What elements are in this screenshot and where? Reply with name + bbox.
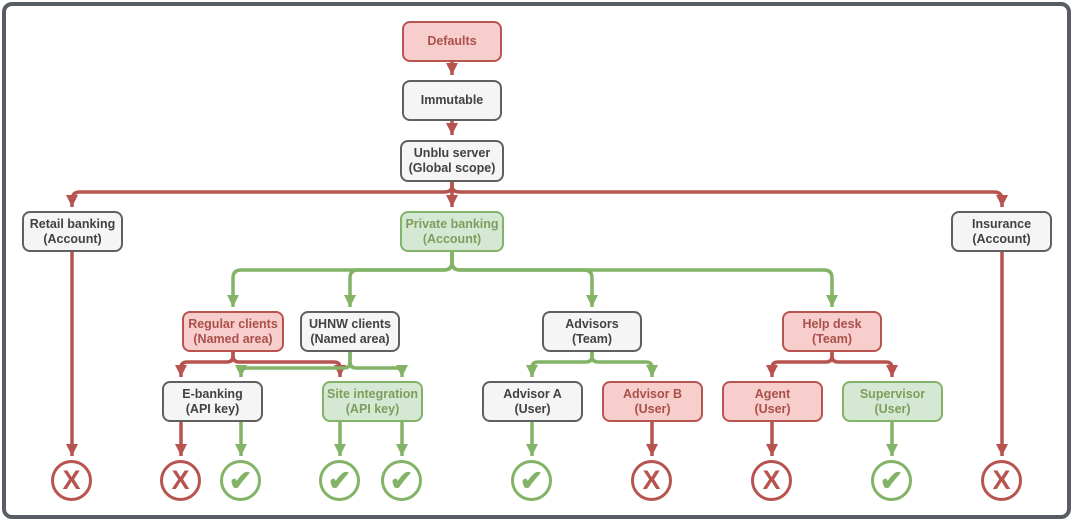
edge-unblu-server-retail-banking xyxy=(66,182,454,207)
node-label: Immutable xyxy=(420,93,484,107)
denied-glyph: X xyxy=(762,465,781,495)
node-sublabel: (Named area) xyxy=(193,331,273,346)
node-defaults: Defaults xyxy=(402,21,502,62)
edge-private-banking-advisors xyxy=(450,251,598,307)
allowed-glyph: ✔ xyxy=(519,465,544,496)
node-help-desk: Help desk(Team) xyxy=(782,311,882,352)
node-regular-clients: Regular clients(Named area) xyxy=(182,311,284,352)
node-private-banking: Private banking(Account) xyxy=(400,211,504,252)
denied-icon: X xyxy=(160,460,201,501)
node-agent: Agent(User) xyxy=(722,381,823,422)
edge-help-desk-supervisor xyxy=(830,352,898,377)
node-uhnw-clients: UHNW clients(Named area) xyxy=(300,311,400,352)
allowed-icon: ✔ xyxy=(319,460,360,501)
node-label: Defaults xyxy=(427,34,477,48)
allowed-icon: ✔ xyxy=(381,460,422,501)
denied-icon: X xyxy=(51,460,92,501)
allowed-icon: ✔ xyxy=(511,460,552,501)
node-label: Insurance xyxy=(971,216,1032,231)
node-sublabel: (Global scope) xyxy=(408,161,496,175)
denied-icon: X xyxy=(751,460,792,501)
edge-private-banking-regular-clients xyxy=(227,251,454,307)
edge-private-banking-uhnw-clients xyxy=(344,251,454,307)
edge-uhnw-clients-site-integration xyxy=(348,352,408,377)
node-sublabel: (User) xyxy=(634,401,671,416)
edge-regular-clients-site-integration xyxy=(231,352,346,377)
denied-glyph: X xyxy=(171,465,190,495)
node-supervisor: Supervisor(User) xyxy=(842,381,943,422)
edge-private-banking-help-desk xyxy=(450,251,838,307)
node-label: Advisor A xyxy=(503,386,562,401)
node-sublabel: (Account) xyxy=(43,231,102,246)
node-sublabel: (User) xyxy=(874,401,911,416)
node-label: Supervisor xyxy=(859,386,926,401)
node-advisor-b: Advisor B(User) xyxy=(602,381,703,422)
node-label: Private banking xyxy=(405,216,499,231)
edge-advisors-advisor-b xyxy=(590,352,658,377)
node-unblu-server: Unblu server(Global scope) xyxy=(400,140,504,182)
node-sublabel: (User) xyxy=(514,401,551,416)
node-sublabel: (API key) xyxy=(185,401,240,416)
node-advisor-a: Advisor A(User) xyxy=(482,381,583,422)
edge-unblu-server-insurance xyxy=(450,182,1008,207)
denied-glyph: X xyxy=(992,465,1011,495)
denied-glyph: X xyxy=(642,465,661,495)
node-label: Advisor B xyxy=(622,386,683,401)
node-label: Advisors xyxy=(565,316,619,331)
node-label: Agent xyxy=(754,386,791,401)
node-label: UHNW clients xyxy=(309,316,391,331)
node-label: Help desk xyxy=(802,316,862,331)
edge-help-desk-agent xyxy=(766,352,834,377)
allowed-icon: ✔ xyxy=(220,460,261,501)
node-sublabel: (Team) xyxy=(571,331,613,346)
edge-uhnw-clients-e-banking xyxy=(235,352,352,377)
denied-glyph: X xyxy=(62,465,81,495)
node-label: Site integration xyxy=(327,386,418,401)
allowed-glyph: ✔ xyxy=(327,465,352,496)
node-sublabel: (User) xyxy=(754,401,791,416)
node-sublabel: (Account) xyxy=(972,231,1031,246)
node-label: E-banking xyxy=(182,386,243,401)
node-site-integration: Site integration(API key) xyxy=(322,381,423,422)
denied-icon: X xyxy=(981,460,1022,501)
node-advisors: Advisors(Team) xyxy=(542,311,642,352)
node-sublabel: (API key) xyxy=(345,401,400,416)
node-sublabel: (Named area) xyxy=(310,331,390,346)
denied-icon: X xyxy=(631,460,672,501)
node-label: Unblu server xyxy=(413,146,491,160)
node-e-banking: E-banking(API key) xyxy=(162,381,263,422)
node-sublabel: (Team) xyxy=(811,331,853,346)
node-immutable: Immutable xyxy=(402,80,502,121)
node-label: Regular clients xyxy=(188,316,278,331)
allowed-icon: ✔ xyxy=(871,460,912,501)
allowed-glyph: ✔ xyxy=(389,465,414,496)
allowed-glyph: ✔ xyxy=(228,465,253,496)
edge-regular-clients-e-banking xyxy=(175,352,235,377)
allowed-glyph: ✔ xyxy=(879,465,904,496)
node-retail-banking: Retail banking(Account) xyxy=(22,211,123,252)
edge-advisors-advisor-a xyxy=(526,352,594,377)
node-sublabel: (Account) xyxy=(422,231,482,246)
node-label: Retail banking xyxy=(29,216,116,231)
node-insurance: Insurance(Account) xyxy=(951,211,1052,252)
